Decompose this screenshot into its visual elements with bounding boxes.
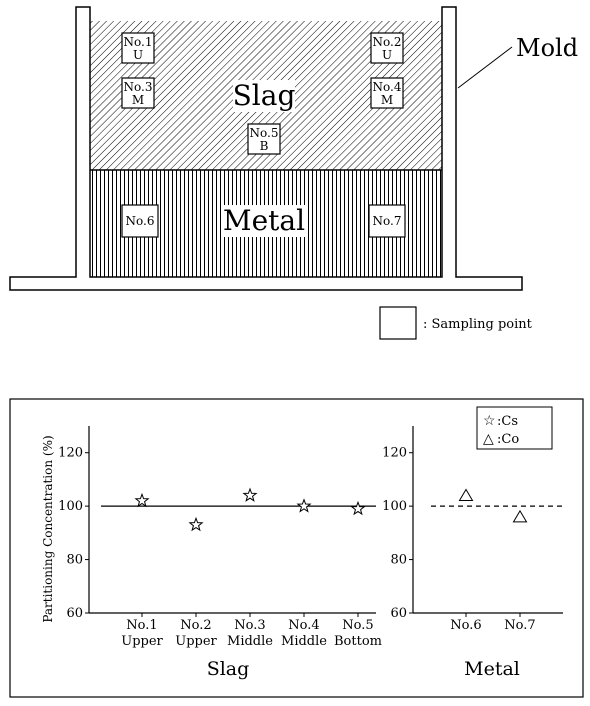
metal-category-label: No.6 — [450, 618, 481, 633]
sample-box-no3-line2: M — [132, 93, 144, 107]
sample-box-no1-line1: No.1 — [124, 35, 153, 49]
slag-y-tick-label: 120 — [58, 446, 83, 461]
mold-leader-line — [457, 46, 513, 89]
sample-box-no3: No.3 M — [121, 77, 155, 109]
sample-box-no7-line1: No.7 — [373, 214, 402, 228]
cs-data-point — [242, 487, 258, 502]
sample-box-no2-line1: No.2 — [373, 35, 402, 49]
chart: Partitioning Concentration (%) 60 80 100 12… — [9, 398, 584, 698]
sample-box-no4-line1: No.4 — [373, 80, 402, 94]
cs-data-point — [188, 516, 204, 532]
slag-group-label: Slag — [207, 658, 250, 680]
slag-y-tick-label: 80 — [66, 553, 83, 568]
sample-box-no2: No.2 U — [370, 32, 404, 64]
chart-legend-box — [476, 406, 553, 450]
chart-legend: ☆ :Cs △ :Co — [476, 406, 553, 450]
legend-co-label: :Co — [497, 432, 519, 447]
slag-panel: 6080100120No.1UpperNo.2UpperNo.3MiddleNo… — [58, 426, 382, 649]
sample-box-no5-line1: No.5 — [250, 126, 279, 140]
slag-category-sublabel: Middle — [227, 634, 273, 649]
legend-cs-label: :Cs — [497, 414, 518, 429]
slag-y-tick-label: 100 — [58, 499, 83, 514]
slag-category-label: No.5 — [342, 618, 373, 633]
metal-y-tick-label: 100 — [382, 499, 407, 514]
sample-box-no4-line2: M — [381, 93, 393, 107]
mold-label: Mold — [516, 34, 578, 62]
slag-y-tick-label: 60 — [66, 606, 83, 621]
metal-y-tick-label: 60 — [390, 606, 407, 621]
sample-box-no6-line1: No.6 — [126, 214, 155, 228]
sample-box-no5: No.5 B — [247, 123, 281, 155]
metal-group-label: Metal — [464, 658, 520, 680]
slag-category-sublabel: Upper — [121, 634, 163, 649]
sample-box-no2-line2: U — [382, 48, 392, 62]
metal-y-tick-label: 80 — [390, 553, 407, 568]
sample-box-no1: No.1 U — [121, 32, 155, 64]
cs-data-point — [296, 498, 312, 513]
legend-co-symbol: △ — [483, 431, 494, 447]
slag-label: Slag — [233, 79, 296, 112]
metal-label: Metal — [223, 204, 305, 237]
sample-box-no4: No.4 M — [370, 77, 404, 109]
slag-category-label: No.3 — [234, 618, 265, 633]
sampling-point-legend-box — [379, 306, 417, 340]
slag-category-sublabel: Bottom — [334, 634, 382, 649]
metal-category-label: No.7 — [504, 618, 535, 633]
cs-data-point — [134, 492, 150, 508]
mold-diagram: Mold Slag Metal No.1 U No.2 U No.3 M No.… — [9, 6, 578, 340]
slag-category-label: No.1 — [126, 618, 157, 633]
slag-category-sublabel: Middle — [281, 634, 327, 649]
sample-box-no3-line1: No.3 — [124, 80, 153, 94]
cs-data-point — [350, 500, 366, 516]
mold-outline — [9, 6, 523, 291]
sample-box-no5-line2: B — [260, 139, 269, 153]
sample-box-no7: No.7 — [368, 204, 406, 238]
metal-y-tick-label: 120 — [382, 446, 407, 461]
slag-label-backing — [233, 80, 295, 112]
sampling-point-legend-text: : Sampling point — [423, 317, 533, 332]
legend-cs-symbol: ☆ — [483, 413, 496, 429]
y-axis-title: Partitioning Concentration (%) — [41, 435, 55, 622]
metal-label-backing — [221, 205, 307, 237]
co-data-point — [512, 509, 528, 523]
slag-category-label: No.2 — [180, 618, 211, 633]
slag-category-sublabel: Upper — [175, 634, 217, 649]
co-data-point — [458, 488, 474, 501]
sample-box-no6: No.6 — [121, 204, 159, 238]
slag-category-label: No.4 — [288, 618, 319, 633]
sample-box-no1-line2: U — [133, 48, 143, 62]
